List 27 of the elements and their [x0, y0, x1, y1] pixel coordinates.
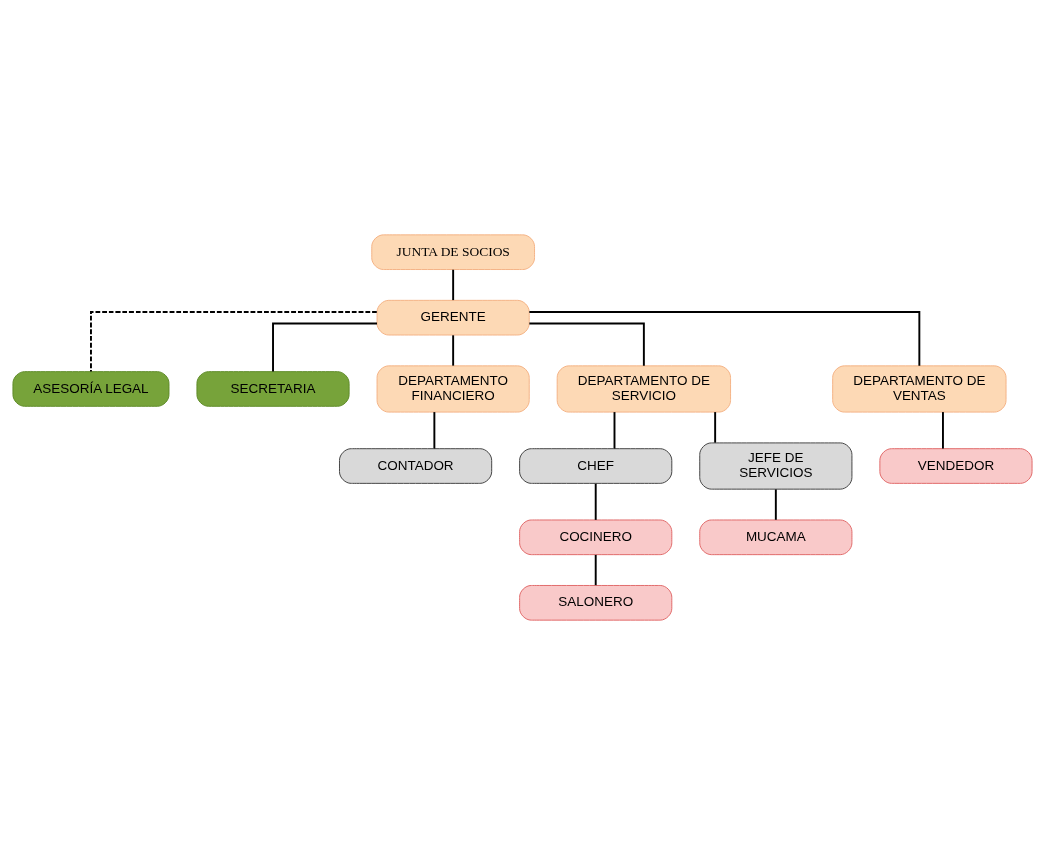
node-box: SECRETARIA: [196, 370, 350, 407]
node-box: JUNTA DE SOCIOS: [371, 233, 535, 270]
connector: [90, 310, 378, 372]
node-box: VENDEDOR: [879, 447, 1033, 484]
node-box: DEPARTAMENTO DE SERVICIO: [556, 364, 732, 413]
node-box: MUCAMA: [699, 519, 853, 555]
node-box: CONTADOR: [339, 447, 493, 484]
node-box: JEFE DE SERVICIOS: [699, 441, 853, 490]
connector: [528, 310, 921, 367]
connector: [433, 410, 436, 450]
node-box: SALONERO: [519, 584, 673, 621]
connector: [272, 322, 378, 372]
connector: [714, 410, 717, 444]
connector: [594, 553, 597, 586]
connector: [594, 482, 597, 521]
node-box: ASESORÍA LEGAL: [12, 370, 170, 407]
node-box: DEPARTAMENTO DE VENTAS: [832, 364, 1007, 413]
node-box: COCINERO: [519, 519, 673, 555]
connector: [613, 410, 616, 450]
connector: [452, 333, 455, 367]
connector: [774, 487, 777, 521]
node-box: CHEF: [519, 447, 673, 484]
node-box: DEPARTAMENTO FINANCIERO: [376, 364, 530, 413]
node-box: GERENTE: [376, 299, 530, 335]
connector: [942, 410, 944, 450]
connector: [528, 322, 645, 367]
connector: [452, 268, 455, 301]
